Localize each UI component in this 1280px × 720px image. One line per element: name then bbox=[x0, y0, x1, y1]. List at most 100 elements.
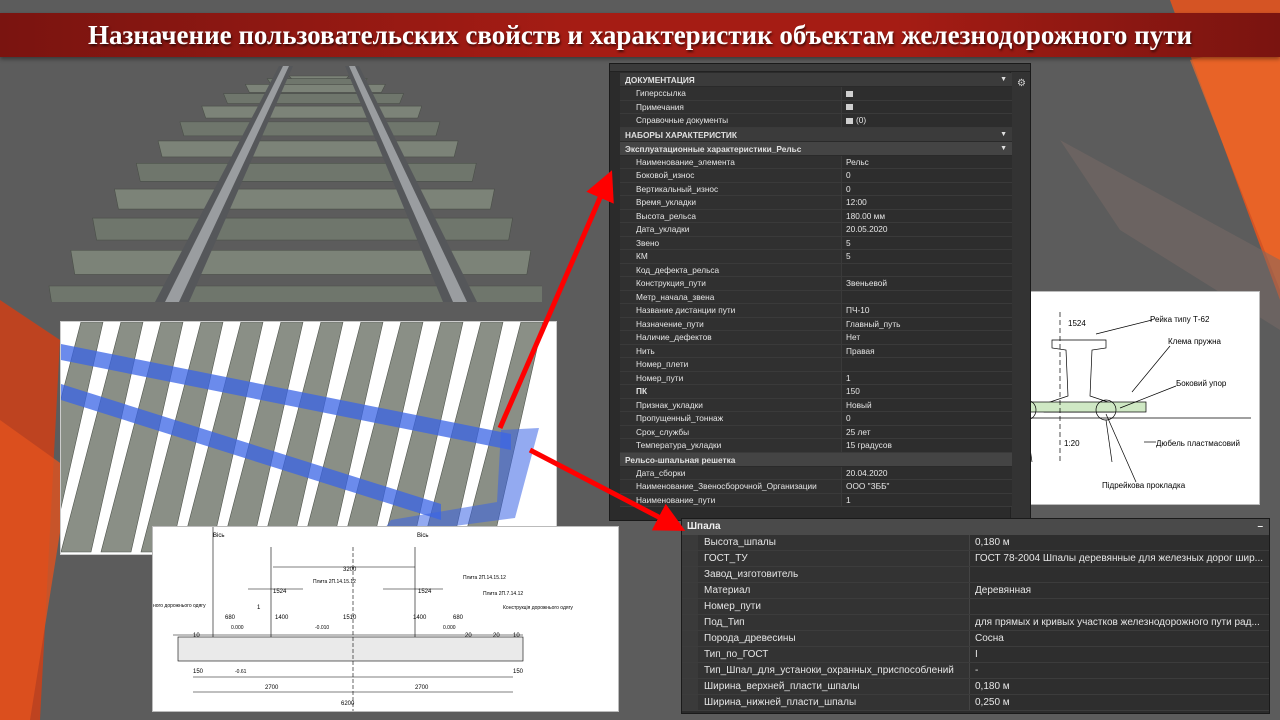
property-value[interactable]: 0,180 м bbox=[969, 535, 1269, 550]
chevron-down-icon[interactable]: ▼ bbox=[1000, 144, 1007, 152]
property-value[interactable]: для прямых и кривых участков железнодоро… bbox=[969, 615, 1269, 630]
property-value[interactable]: Главный_путь bbox=[841, 317, 1012, 330]
ellipsis-icon[interactable] bbox=[846, 117, 853, 124]
property-value[interactable]: 0 bbox=[841, 412, 1012, 425]
property-row[interactable]: Номер_плети bbox=[620, 358, 1012, 372]
property-value[interactable]: 25 лет bbox=[841, 425, 1012, 438]
properties-panel[interactable]: ⚙ ДОКУМЕНТАЦИЯ ▼ Гиперссылка Примечания … bbox=[609, 63, 1031, 521]
property-value[interactable]: Рельс bbox=[841, 155, 1012, 168]
property-value[interactable]: Правая bbox=[841, 344, 1012, 357]
property-key: Код_дефекта_рельса bbox=[620, 263, 841, 276]
property-value[interactable]: 5 bbox=[841, 236, 1012, 249]
property-value[interactable]: Сосна bbox=[969, 631, 1269, 646]
property-value[interactable] bbox=[841, 290, 1012, 303]
property-value[interactable]: 12:00 bbox=[841, 196, 1012, 209]
section-documentation[interactable]: ДОКУМЕНТАЦИЯ ▼ bbox=[620, 73, 1012, 87]
property-value[interactable]: 0 bbox=[841, 182, 1012, 195]
property-value[interactable]: - bbox=[969, 663, 1269, 678]
property-value[interactable] bbox=[841, 263, 1012, 276]
property-value[interactable]: 0,250 м bbox=[969, 695, 1269, 710]
sleeper-shape bbox=[61, 322, 104, 510]
properties-scrollbar[interactable]: ⚙ bbox=[1010, 72, 1030, 520]
property-value[interactable]: (0) bbox=[841, 114, 1012, 127]
property-row[interactable]: Тип_Шпал_для_устаноки_охранных_приспособ… bbox=[682, 663, 1269, 679]
property-value[interactable]: 20.05.2020 bbox=[841, 223, 1012, 236]
property-value[interactable]: 5 bbox=[841, 250, 1012, 263]
property-value[interactable] bbox=[969, 567, 1269, 582]
minimize-icon[interactable]: – bbox=[1257, 521, 1263, 532]
property-value[interactable]: Звеньевой bbox=[841, 277, 1012, 290]
section-property-sets[interactable]: НАБОРЫ ХАРАКТЕРИСТИК ▼ bbox=[620, 127, 1012, 142]
property-value[interactable]: 150 bbox=[841, 385, 1012, 398]
property-key: Конструкция_пути bbox=[620, 277, 841, 290]
ellipsis-icon[interactable] bbox=[846, 104, 853, 111]
property-row[interactable]: Код_дефекта_рельса bbox=[620, 263, 1012, 277]
property-row[interactable]: Метр_начала_звена bbox=[620, 290, 1012, 304]
property-row[interactable]: Номер_пути bbox=[682, 599, 1269, 615]
chevron-down-icon[interactable]: ▼ bbox=[1000, 76, 1007, 83]
property-value[interactable]: Деревянная bbox=[969, 583, 1269, 598]
section-rail-sleeper-grid[interactable]: Рельсо-шпальная решетка bbox=[620, 452, 1012, 467]
property-row[interactable]: Завод_изготовитель bbox=[682, 567, 1269, 583]
property-row[interactable]: Примечания bbox=[620, 100, 1012, 114]
property-row[interactable]: Гиперссылка bbox=[620, 87, 1012, 101]
row-gutter bbox=[682, 663, 698, 678]
property-value[interactable]: 1 bbox=[841, 493, 1012, 506]
ellipsis-icon[interactable] bbox=[846, 90, 853, 97]
property-value[interactable]: Нет bbox=[841, 331, 1012, 344]
property-value[interactable]: 1 bbox=[841, 371, 1012, 384]
chevron-down-icon[interactable]: ▼ bbox=[1000, 130, 1007, 138]
property-value[interactable]: Новый bbox=[841, 398, 1012, 411]
property-value[interactable] bbox=[841, 100, 1012, 113]
section-rail-characteristics[interactable]: Эксплуатационные характеристики_Рельс ▼ bbox=[620, 141, 1012, 156]
property-value[interactable]: ПЧ-10 bbox=[841, 304, 1012, 317]
property-value[interactable]: 180.00 мм bbox=[841, 209, 1012, 222]
property-value[interactable]: 0,180 м bbox=[969, 679, 1269, 694]
property-value[interactable]: 15 градусов bbox=[841, 439, 1012, 452]
property-value[interactable]: 0 bbox=[841, 169, 1012, 182]
side-150-b: 150 bbox=[513, 669, 524, 675]
sleeper-panel-header[interactable]: Шпала – bbox=[682, 519, 1269, 535]
property-value[interactable]: ООО "ЗББ" bbox=[841, 480, 1012, 493]
property-value[interactable] bbox=[841, 358, 1012, 371]
property-value[interactable]: I bbox=[969, 647, 1269, 662]
property-value[interactable]: 20.04.2020 bbox=[841, 466, 1012, 479]
property-value[interactable] bbox=[969, 599, 1269, 614]
property-value[interactable]: ГОСТ 78-2004 Шпалы деревянные для железн… bbox=[969, 551, 1269, 566]
property-value[interactable] bbox=[841, 87, 1012, 100]
property-key: Боковой_износ bbox=[620, 169, 841, 182]
gear-icon[interactable]: ⚙ bbox=[1017, 78, 1026, 89]
property-row[interactable]: Справочные документы (0) bbox=[620, 114, 1012, 128]
